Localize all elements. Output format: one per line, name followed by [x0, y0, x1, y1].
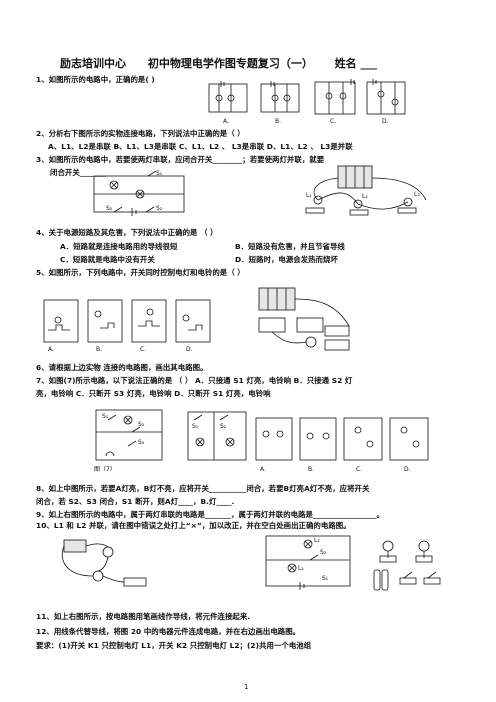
- q9-label-b: B.: [308, 466, 314, 473]
- q9-circuit-figure: A. B. C. D.: [254, 414, 430, 474]
- q9-label-a: A.: [260, 466, 266, 473]
- q5-label-b: B.: [96, 346, 102, 353]
- question-12-requirements: 要求：(1)开关 K1 只控制电灯 L1，开关 K2 只控制电灯 L2；(2)共…: [36, 641, 312, 650]
- q7-label-s2: S₂: [138, 421, 145, 428]
- question-4-option-a: A．短路就是连接电路用的导线很短: [60, 242, 178, 251]
- q11-label-l2: L₂: [298, 565, 304, 572]
- q2-label-l2: L₂: [362, 193, 368, 200]
- q8-circuit-figure: S₁ S₂: [184, 408, 250, 466]
- org-name: 励志培训中心: [60, 57, 126, 70]
- question-2: 2、分析右下图所示的实物连接电路，下列说法中正确的是（ ）: [36, 129, 245, 138]
- question-4-option-d: D．短路时，电源会发热而烧坏: [235, 255, 338, 264]
- q8-label-s1: S₁: [192, 423, 199, 430]
- q3-circuit-figure: S₁ S₂ S₂: [84, 168, 194, 218]
- q11-circuit-figure: L₁ L₂ S₂ S₁: [262, 530, 354, 592]
- question-1: 1、如图所示的电路中，正确的是( ): [36, 75, 155, 84]
- question-10: 10、L1 和 L2 并联，请在图中错误之处打上“×”，加以改正，并在空白处画出…: [36, 521, 351, 530]
- q1-label-d: D.: [382, 118, 389, 125]
- subject-title: 初中物理电学作图专题复习（一）: [147, 57, 313, 70]
- q11-physical-parts-figure: [370, 532, 444, 594]
- q1-label-b: B.: [275, 118, 281, 125]
- question-3-line1: 3、如图所示的电路中，若要使两灯串联，应闭合开关________；若要使两灯并联…: [36, 155, 325, 164]
- q1-circuit-figure: A. B. C. D.: [205, 72, 415, 128]
- q1-label-a: A.: [223, 118, 229, 125]
- question-7-line1: 7、如图(7)所示电路，以下说法正确的是 （ ） A．只接通 S1 灯亮，电铃响…: [36, 376, 353, 385]
- q11-label-l1: L₁: [314, 537, 320, 544]
- question-3-line2: 闭合开关_______: [50, 168, 106, 177]
- question-8-line1: 8、如上中图所示，若要A灯亮，B灯不亮，应将开关__________闭合，若要B…: [36, 484, 370, 493]
- q5-label-d: D.: [186, 346, 193, 353]
- q5-label-a: A.: [48, 346, 54, 353]
- q7-label-s3: S₃: [138, 439, 145, 446]
- q10-physical-circuit-figure: [58, 532, 154, 594]
- question-9: 9、如上右图所示的电路中，属于两灯串联的电路是_______，属于两灯并联的电路…: [36, 510, 385, 519]
- q7-circuit-figure: S₁ S₂ S₃ 图（7）: [92, 406, 166, 474]
- q11-label-s1: S₁: [322, 575, 329, 582]
- question-12: 12、用线条代替导线，将图 20 中的电器元件连成电路，并在右边画出电路图。: [36, 627, 301, 636]
- q7-label-s1: S₁: [102, 413, 109, 420]
- page-number: 1: [244, 683, 249, 691]
- q7-caption: 图（7）: [94, 466, 116, 473]
- q2-label-l3: L₃: [414, 191, 420, 198]
- name-field: 姓名 ___: [334, 57, 378, 70]
- page-title: 励志培训中心 初中物理电学作图专题复习（一） 姓名 ___: [60, 55, 395, 71]
- q9-label-d: D.: [404, 466, 411, 473]
- question-7-line2: 亮，电铃响 C．只断开 S3 灯亮，电铃响 D．只断开 S1 灯亮，电铃响: [36, 389, 271, 398]
- question-4-option-c: C．短路就是电路中没有开关: [60, 255, 155, 264]
- q2-label-l1: L₁: [306, 192, 312, 199]
- q3-label-s1: S₁: [156, 170, 163, 177]
- question-4: 4、关于电源短路及其危害，下列说法中正确的是 （ ）: [36, 228, 218, 237]
- q5-label-c: C.: [140, 346, 146, 353]
- q6-physical-circuit-figure: [255, 282, 365, 356]
- q8-label-s2: S₂: [220, 423, 227, 430]
- q3-label-s2b: S₂: [156, 205, 163, 212]
- q9-label-c: C.: [356, 466, 362, 473]
- q2-physical-circuit-figure: L₁ L₂ L₃: [298, 160, 438, 218]
- question-8-line2: 闭合，若 S2、S3 闭合，S1 断开，则A灯____，B.灯____.: [36, 497, 235, 506]
- question-11: 11、如上右图所示，按电路图用笔画线作导线，将元件连接起来.: [36, 612, 251, 621]
- q11-label-s2: S₂: [320, 549, 327, 556]
- q1-label-c: C.: [330, 118, 336, 125]
- question-6: 6、请根据上边实物 连接的电路图，画出其电路图。: [36, 363, 208, 372]
- q3-label-s2: S₂: [106, 205, 113, 212]
- question-4-option-b: B．短路没有危害，并且节省导线: [235, 242, 345, 251]
- question-5: 5、如图所示，下列电路中，开关同时控制电灯和电铃的是（ ）: [36, 268, 245, 277]
- q5-circuit-figure: A. B. C. D.: [40, 296, 218, 354]
- question-2-options: A、L1、L2是串联 B、L1、L3是串联 C、L1、L2 、 L3是串联 D、…: [48, 142, 353, 151]
